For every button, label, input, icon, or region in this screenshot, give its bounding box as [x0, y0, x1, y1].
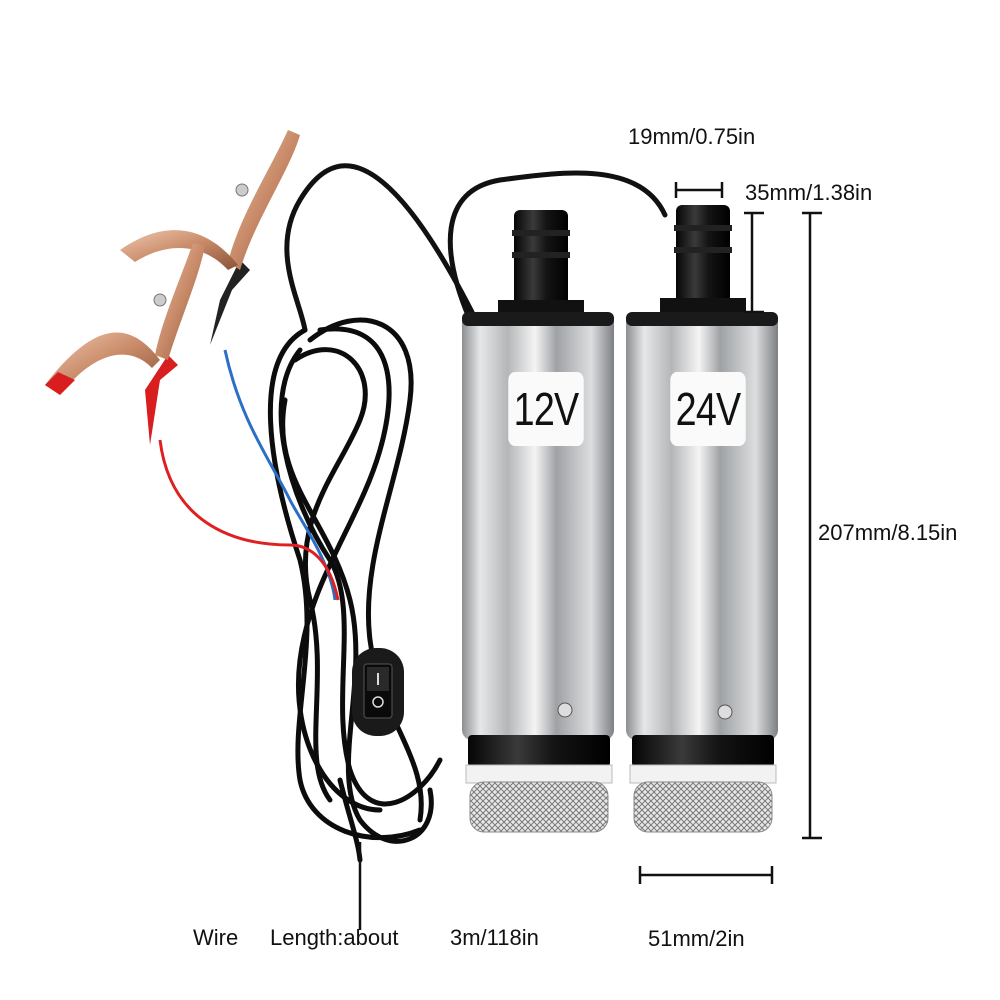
- dimension-outlet-width: [674, 182, 724, 198]
- diameter-label: 51mm/2in: [648, 926, 745, 951]
- dimension-total-height: [802, 211, 822, 840]
- wire-length-value: 3m/118in: [450, 925, 539, 950]
- dimension-diameter: [638, 866, 774, 884]
- total-height-label: 207mm/8.15in: [818, 520, 958, 545]
- clamp-red: [45, 243, 205, 445]
- pump-12v-label: 12V: [508, 372, 584, 446]
- pump-24v-label: 24V: [670, 372, 746, 446]
- coiled-cable: [267, 317, 443, 863]
- pump-cables: [284, 163, 668, 333]
- pump-24v: [626, 205, 778, 833]
- pump-12v: [462, 210, 614, 833]
- clamp-leads: [158, 349, 340, 601]
- dimension-outlet-height: [744, 211, 764, 314]
- wire-length-label: Length:about: [270, 925, 399, 950]
- clamp-black: [120, 130, 300, 345]
- wire-label: Wire: [193, 925, 239, 950]
- outlet-height-label: 35mm/1.38in: [745, 180, 873, 205]
- outlet-width-label: 19mm/0.75in: [628, 124, 756, 149]
- inline-switch: [352, 648, 404, 736]
